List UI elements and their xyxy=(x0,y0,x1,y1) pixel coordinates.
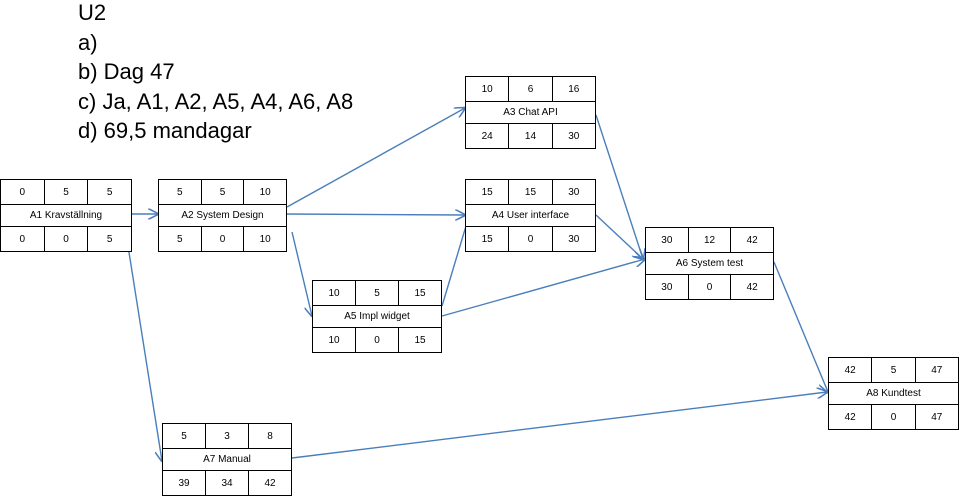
late-start: 30 xyxy=(661,281,673,293)
edge-a5-a6 xyxy=(441,259,645,317)
activity-name: A3 Chat API xyxy=(503,107,558,118)
edge-a2-a3 xyxy=(286,108,465,208)
late-start: 24 xyxy=(481,130,493,142)
late-start: 42 xyxy=(844,411,856,423)
late-start: 15 xyxy=(481,233,493,245)
late-start: 10 xyxy=(328,334,340,346)
edge-a5-a4 xyxy=(441,225,467,307)
activity-name: A7 Manual xyxy=(203,454,251,465)
edge-a3-a6 xyxy=(595,114,643,259)
early-finish: 10 xyxy=(243,180,286,204)
edge-a4-a6 xyxy=(595,214,643,259)
activity-name: A1 Kravställning xyxy=(29,210,103,221)
slack: 0 xyxy=(508,227,551,251)
slack: 14 xyxy=(508,124,551,148)
early-finish: 42 xyxy=(730,228,773,252)
activity-node-a8: 42 5 47 A8 Kundtest 42 0 47 xyxy=(828,357,959,430)
late-finish: 30 xyxy=(551,227,595,251)
activity-node-a6: 30 12 42 A6 System test 30 0 42 xyxy=(645,227,774,300)
slack: 0 xyxy=(355,328,398,352)
late-start: 0 xyxy=(19,233,26,245)
early-finish: 8 xyxy=(248,424,291,448)
late-finish: 10 xyxy=(243,227,286,251)
early-finish: 47 xyxy=(914,358,958,382)
answer-a: a) xyxy=(78,29,98,55)
early-start: 5 xyxy=(177,186,183,198)
activity-name: A4 User interface xyxy=(491,210,570,221)
early-finish: 16 xyxy=(551,77,595,101)
activity-node-a3: 10 6 16 A3 Chat API 24 14 30 xyxy=(465,76,596,149)
late-finish: 42 xyxy=(730,275,773,299)
late-start: 5 xyxy=(177,233,183,245)
early-start: 15 xyxy=(481,186,493,198)
early-start: 42 xyxy=(844,364,856,376)
slack: 0 xyxy=(43,227,88,251)
slack: 0 xyxy=(200,227,244,251)
early-start: 0 xyxy=(19,186,26,198)
duration: 6 xyxy=(508,77,551,101)
activity-name: A2 System Design xyxy=(181,210,264,221)
duration: 5 xyxy=(871,358,914,382)
early-start: 5 xyxy=(181,430,187,442)
late-start: 39 xyxy=(178,477,190,489)
slack: 34 xyxy=(205,471,248,495)
early-start: 10 xyxy=(481,83,493,95)
activity-name: A5 Impl widget xyxy=(344,311,410,322)
activity-node-a2: 5 5 10 A2 System Design 5 0 10 xyxy=(158,179,287,252)
duration: 15 xyxy=(508,180,551,204)
edge-a7-a8 xyxy=(291,392,827,459)
early-finish: 30 xyxy=(551,180,595,204)
duration: 5 xyxy=(43,180,88,204)
edge-a6-a8 xyxy=(773,261,828,392)
early-finish: 15 xyxy=(398,281,441,305)
answer-d: d) 69,5 mandagar xyxy=(78,118,252,143)
activity-name: A6 System test xyxy=(675,258,744,269)
late-finish: 42 xyxy=(248,471,291,495)
activity-name: A8 Kundtest xyxy=(866,388,921,399)
duration: 5 xyxy=(200,180,244,204)
answers-heading: U2 xyxy=(78,0,107,25)
late-finish: 15 xyxy=(398,328,441,352)
early-finish: 5 xyxy=(87,180,131,204)
answer-c: c) Ja, A1, A2, A5, A4, A6, A8 xyxy=(78,88,354,114)
late-finish: 30 xyxy=(551,124,595,148)
edge-a1-a7 xyxy=(127,245,162,461)
activity-node-a4: 15 15 30 A4 User interface 15 0 30 xyxy=(465,179,596,252)
slack: 0 xyxy=(871,405,914,429)
activity-node-a7: 5 3 8 A7 Manual 39 34 42 xyxy=(162,423,292,496)
duration: 5 xyxy=(355,281,398,305)
activity-node-a1: 0 5 5 A1 Kravställning 0 0 5 xyxy=(0,179,132,252)
slack: 0 xyxy=(687,275,731,299)
late-finish: 47 xyxy=(914,405,958,429)
answer-b: b) Dag 47 xyxy=(78,59,175,84)
early-start: 10 xyxy=(328,287,340,299)
activity-node-a5: 10 5 15 A5 Impl widget 10 0 15 xyxy=(312,280,442,353)
edge-a2-a5 xyxy=(291,231,312,316)
early-start: 30 xyxy=(661,234,673,246)
duration: 3 xyxy=(205,424,248,448)
duration: 12 xyxy=(687,228,731,252)
edge-a2-a4 xyxy=(286,214,465,215)
late-finish: 5 xyxy=(87,227,131,251)
answers-block: U2 a) b) Dag 47 c) Ja, A1, A2, A5, A4, A… xyxy=(78,0,353,146)
